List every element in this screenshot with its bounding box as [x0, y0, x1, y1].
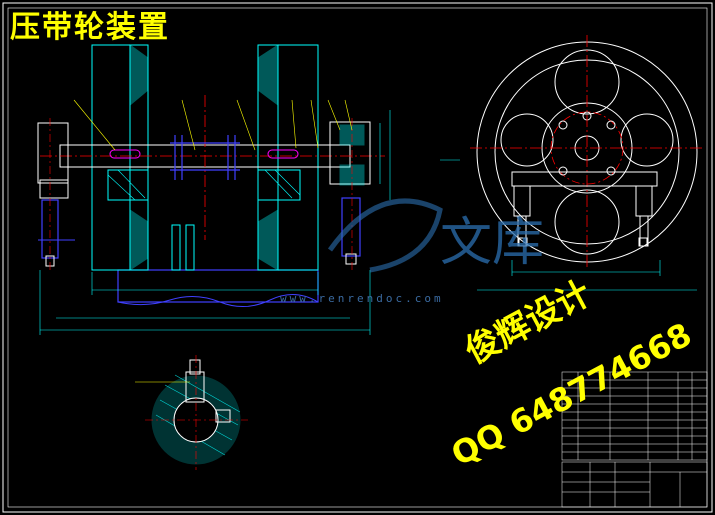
- coupling: [170, 135, 240, 180]
- watermark-site: www.renrendoc.com: [280, 292, 444, 305]
- left-key: [109, 149, 141, 159]
- inner-frame: [7, 7, 708, 508]
- watermark-logo: 文库: [440, 213, 545, 273]
- section-keyway: [185, 371, 205, 403]
- section-key-slot: [215, 409, 231, 423]
- right-key: [267, 149, 299, 159]
- section-setscrew: [189, 359, 201, 375]
- support-post: [171, 224, 181, 271]
- base-break-line: [117, 294, 319, 307]
- spoke-hole-left: [500, 113, 554, 167]
- drawing-title: 压带轮装置: [10, 10, 170, 45]
- section-view: [135, 355, 248, 470]
- right-bracket: [329, 118, 371, 270]
- part-leaders: [73, 99, 353, 151]
- side-view: [440, 35, 705, 291]
- front-view: [37, 44, 391, 335]
- side-dimensions: [440, 159, 697, 291]
- dimension-lines: [39, 110, 391, 335]
- support-post-2: [185, 224, 195, 271]
- spoke-hole-right: [620, 113, 674, 167]
- left-bracket: [37, 118, 75, 270]
- side-bracket: [511, 171, 658, 247]
- left-pulley: [91, 44, 149, 271]
- parts-list: [561, 371, 708, 461]
- title-block: [561, 461, 708, 508]
- watermark-swoosh: [327, 198, 443, 273]
